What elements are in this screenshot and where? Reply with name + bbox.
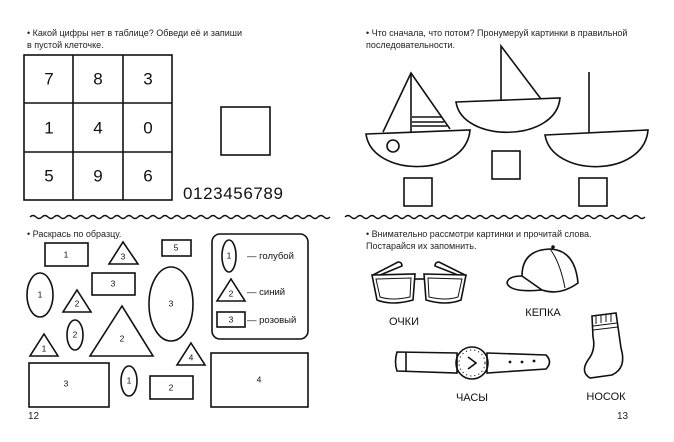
legend-ellipse <box>221 239 237 273</box>
shape-triangle[interactable] <box>61 288 93 313</box>
instruction-line: • Какой цифры нет в таблице? Обведи её и… <box>27 28 242 38</box>
digits-row: 0123456789 <box>183 184 284 203</box>
grid-cell: 4 <box>93 118 102 137</box>
instruction-line: Постарайся их запомнить. <box>366 241 477 251</box>
page-number-right: 13 <box>617 411 629 422</box>
word-watch: ЧАСЫ <box>456 392 488 404</box>
shape-number: 3 <box>111 278 116 288</box>
legend-color: — синий <box>247 287 285 298</box>
task1-instruction: • Какой цифры нет в таблице? Обведи её и… <box>27 27 242 51</box>
instruction-line: • Что сначала, что потом? Пронумеруй кар… <box>366 28 628 38</box>
shape-number: 4 <box>257 374 262 384</box>
shape-rectangle[interactable] <box>149 375 194 400</box>
color-legend: 1 — голубой 2 — синий 3 — розовый <box>211 233 309 340</box>
grid-cell: 8 <box>93 69 102 88</box>
shape-number: 4 <box>189 352 194 362</box>
porthole-icon <box>386 139 400 153</box>
instruction-line: в пустой клеточке. <box>27 40 104 50</box>
shape-triangle[interactable] <box>175 341 207 366</box>
shape-triangle[interactable] <box>88 304 155 357</box>
boat-mast-only <box>544 72 649 168</box>
shape-number: 1 <box>38 289 43 299</box>
glasses-icon <box>371 261 467 304</box>
shape-ellipse[interactable] <box>66 319 84 351</box>
cap-icon <box>506 245 579 293</box>
boat-complete <box>365 71 471 168</box>
grid-cell: 6 <box>143 166 152 185</box>
answer-box[interactable] <box>220 106 271 156</box>
shape-number: 2 <box>75 298 80 308</box>
wavy-divider-right <box>344 214 646 220</box>
word-glasses: ОЧКИ <box>389 316 419 328</box>
number-box[interactable] <box>578 177 608 207</box>
memory-instruction: • Внимательно рассмотри картинки и прочи… <box>366 228 592 252</box>
shape-rectangle[interactable] <box>28 362 110 408</box>
legend-number: 3 <box>229 314 234 324</box>
shape-number: 1 <box>127 375 132 385</box>
shape-triangle[interactable] <box>107 240 140 265</box>
legend-color: — розовый <box>247 315 296 326</box>
coloring-instruction: • Раскрась по образцу. <box>27 229 122 239</box>
number-grid: 7 8 3 1 4 0 5 9 6 <box>23 54 173 201</box>
shape-number: 1 <box>64 249 69 259</box>
shape-triangle[interactable] <box>28 332 60 357</box>
grid-cell: 0 <box>143 118 152 137</box>
instruction-line: последовательности. <box>366 40 455 50</box>
legend-number: 1 <box>227 250 232 260</box>
legend-rectangle <box>216 311 246 328</box>
word-sock: НОСОК <box>586 391 626 403</box>
grid-cell: 9 <box>93 166 102 185</box>
instruction-line: • Внимательно рассмотри картинки и прочи… <box>366 229 592 239</box>
legend-triangle <box>215 277 247 302</box>
shape-number: 2 <box>169 382 174 392</box>
shape-number: 5 <box>174 242 179 252</box>
legend-number: 2 <box>229 288 234 298</box>
wavy-divider-left <box>29 214 331 220</box>
shape-ellipse[interactable] <box>120 365 138 397</box>
boat-with-sail-line <box>455 43 561 134</box>
grid-cell: 7 <box>44 69 53 88</box>
shape-ellipse[interactable] <box>26 272 54 318</box>
grid-cell: 5 <box>44 166 53 185</box>
shape-rectangle[interactable] <box>91 272 136 296</box>
legend-box <box>211 233 309 340</box>
shape-number: 2 <box>120 333 125 343</box>
legend-color: — голубой <box>247 251 294 262</box>
shape-rectangle[interactable] <box>210 352 309 408</box>
grid-border <box>23 54 173 201</box>
page-number-left: 12 <box>28 411 40 422</box>
shape-number: 1 <box>42 343 47 353</box>
number-box[interactable] <box>491 150 521 180</box>
shape-ellipse[interactable] <box>148 266 194 342</box>
shape-number: 3 <box>121 251 126 261</box>
grid-cell: 3 <box>143 69 152 88</box>
shape-number: 3 <box>64 378 69 388</box>
shape-rectangle[interactable] <box>44 242 89 267</box>
sock-icon <box>583 312 624 379</box>
shape-rectangle[interactable] <box>161 239 192 257</box>
number-box[interactable] <box>403 177 433 207</box>
coloring-shapes: 1 3 5 1 3 2 3 2 2 1 4 3 1 2 4 <box>26 239 309 408</box>
sequence-instruction: • Что сначала, что потом? Пронумеруй кар… <box>366 27 627 51</box>
shape-number: 3 <box>169 298 174 308</box>
grid-cell: 1 <box>44 118 53 137</box>
word-cap: КЕПКА <box>525 307 561 319</box>
shape-number: 2 <box>73 329 78 339</box>
watch-icon <box>394 346 551 380</box>
